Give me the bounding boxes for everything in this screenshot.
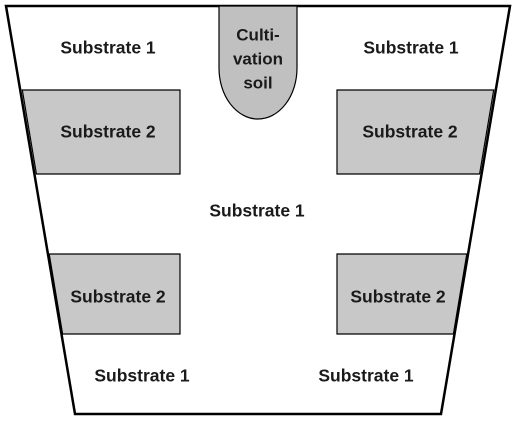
label-cultivation-soil-line-3: soil <box>243 73 272 92</box>
label-cultivation-soil-line-1: Culti- <box>236 25 279 44</box>
substrate-2-block-upper-left <box>21 89 181 175</box>
cultivation-soil-pocket <box>218 5 298 120</box>
label-substrate-1-bottom-right: Substrate 1 <box>318 366 414 386</box>
label-substrate-2-upper-right: Substrate 2 <box>362 122 458 142</box>
label-substrate-1-center: Substrate 1 <box>209 201 305 221</box>
label-substrate-1-top-right: Substrate 1 <box>363 38 459 58</box>
substrate-2-block-lower-left <box>48 253 181 335</box>
label-substrate-1-bottom-left: Substrate 1 <box>94 366 190 386</box>
label-substrate-2-lower-right: Substrate 2 <box>350 287 446 307</box>
label-substrate-2-lower-left: Substrate 2 <box>70 287 166 307</box>
label-cultivation-soil-line-2: vation <box>233 49 283 68</box>
label-substrate-1-top-left: Substrate 1 <box>60 38 156 58</box>
substrate-2-block-lower-right <box>336 253 468 335</box>
substrate-2-block-upper-right <box>336 89 495 175</box>
label-substrate-2-upper-left: Substrate 2 <box>60 122 156 142</box>
